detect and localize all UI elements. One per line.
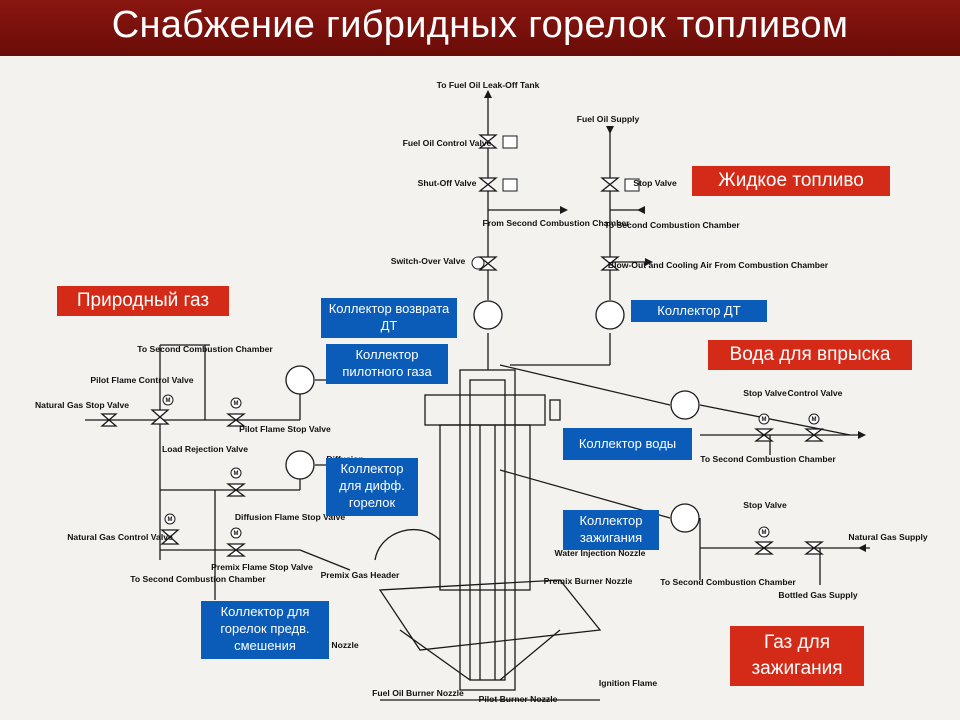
svg-text:M: M bbox=[234, 531, 239, 537]
svg-text:M: M bbox=[812, 417, 817, 423]
callout-dt-collector: Коллектор ДТ bbox=[631, 300, 767, 322]
ignition-control-valve-icon bbox=[804, 541, 824, 555]
callout-premix-burners-collector: Коллектор для горелок предв. смешения bbox=[201, 601, 329, 659]
shut-off-valve-icon bbox=[478, 177, 498, 192]
callout-pilot-gas-collector: Коллектор пилотного газа bbox=[326, 344, 448, 384]
premix-flame-stop-valve-icon bbox=[226, 543, 246, 557]
header-natural-gas: Природный газ bbox=[57, 286, 229, 316]
dt-collector-icon bbox=[595, 300, 625, 330]
diffusion-flame-stop-valve-icon bbox=[226, 483, 246, 497]
header-liquid-fuel: Жидкое топливо bbox=[692, 166, 890, 196]
title-bar bbox=[0, 0, 960, 56]
callout-ignition-collector: Коллектор зажигания bbox=[563, 510, 659, 550]
svg-text:M: M bbox=[168, 517, 173, 523]
svg-text:M: M bbox=[166, 398, 171, 404]
svg-text:M: M bbox=[762, 417, 767, 423]
callout-diff-burners-collector: Коллектор для дифф. горелок bbox=[326, 458, 418, 516]
ignition-stop-valve-icon bbox=[754, 541, 774, 555]
return-collector-icon bbox=[473, 300, 503, 330]
stop-valve-icon bbox=[600, 177, 620, 192]
water-stop-valve-icon bbox=[754, 428, 774, 442]
diagram-area: M M M M M M M M To Fuel Oil Leak-Off Tan… bbox=[0, 56, 960, 720]
fuel-oil-control-valve-icon bbox=[478, 134, 498, 149]
natural-gas-stop-valve-icon bbox=[100, 413, 118, 427]
pilot-gas-meter-icon bbox=[285, 365, 315, 395]
piping-schematic: M M M M M M M M bbox=[85, 90, 870, 701]
water-meter-icon bbox=[670, 390, 700, 420]
callout-return-dt-collector: Коллектор возврата ДТ bbox=[321, 298, 457, 338]
natural-gas-control-valve-icon bbox=[160, 529, 180, 545]
header-water-injection: Вода для впрыска bbox=[708, 340, 912, 370]
switch-over-valve-icon bbox=[478, 256, 498, 271]
svg-text:M: M bbox=[234, 471, 239, 477]
blowout-valve-icon bbox=[600, 256, 620, 271]
diff-gas-meter-icon bbox=[285, 450, 315, 480]
callout-water-collector: Коллектор воды bbox=[563, 428, 692, 460]
slide-title: Снабжение гибридных горелок топливом bbox=[111, 4, 849, 46]
svg-text:M: M bbox=[234, 401, 239, 407]
ignition-meter-icon bbox=[670, 503, 700, 533]
svg-text:M: M bbox=[762, 530, 767, 536]
pilot-flame-control-valve-icon bbox=[150, 409, 170, 425]
pilot-flame-stop-valve-icon bbox=[226, 413, 246, 427]
water-control-valve-icon bbox=[804, 428, 824, 442]
header-ignition-gas: Газ для зажигания bbox=[730, 626, 864, 686]
